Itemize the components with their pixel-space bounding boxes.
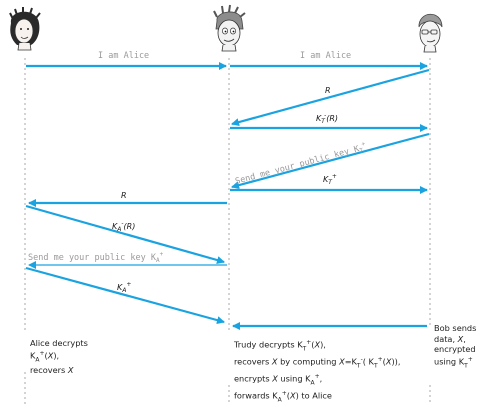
arrow-send-public-key-kt [231,132,430,190]
trudy-note: Trudy decrypts KT+(X), recovers X by com… [234,339,401,403]
label-ka-plus: KA+ [117,281,131,294]
label-r-1: R [325,86,331,95]
arrow-r-from-bob [231,68,430,127]
bob-note: Bob sends data, X, encrypted using KT+ [434,323,477,369]
alice-note: Alice decrypts KA+(X), recovers X [30,338,88,376]
label-send-public-key-kt: Send me your public key KT+ [234,140,368,188]
label-kt-plus: KT+ [323,173,337,186]
label-ka-minus-r: KA-(R) [112,220,135,233]
trudy-face-icon [213,4,246,52]
alice-face-icon [9,7,41,51]
label-kt-minus-r: KT-(R) [316,112,338,125]
label-send-public-key-ka: Send me your public key KA+ [28,251,164,264]
label-r-2: R [121,191,127,200]
label-i-am-alice-2: I am Alice [300,51,351,61]
arrow-ka-minus-r [25,204,225,264]
bob-face-icon [418,13,443,53]
label-i-am-alice-1: I am Alice [98,51,149,61]
arrow-ka-plus [25,266,225,325]
